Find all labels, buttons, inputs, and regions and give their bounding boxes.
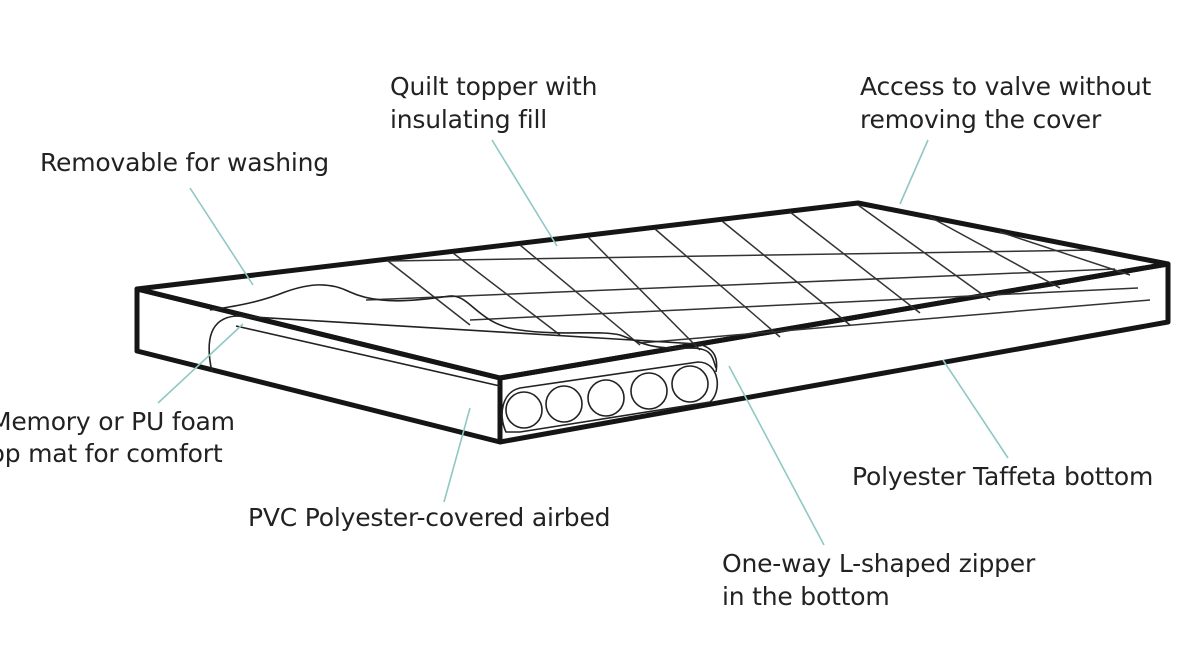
leader-lines xyxy=(157,139,1009,546)
cover-peel-edge xyxy=(209,284,717,369)
leader-zipper xyxy=(728,365,825,546)
label-zipper-line1: One-way L-shaped zipper xyxy=(722,549,1036,578)
leader-quilt xyxy=(491,139,558,247)
label-valve-line1: Access to valve without xyxy=(860,72,1152,101)
label-pvc: PVC Polyester-covered airbed xyxy=(248,503,610,532)
foam-layer-edge xyxy=(235,325,501,387)
label-valve-line2: removing the cover xyxy=(860,105,1102,134)
label-quilt-line1: Quilt topper with xyxy=(390,72,597,101)
label-removable: Removable for washing xyxy=(40,148,329,177)
label-quilt-line2: insulating fill xyxy=(390,105,547,134)
quilt-grid xyxy=(365,204,1151,351)
air-tubes xyxy=(501,361,718,433)
leader-pvc xyxy=(443,407,471,503)
labels: Quilt topper with insulating fill Access… xyxy=(0,72,1153,611)
label-zipper-line2: in the bottom xyxy=(722,582,890,611)
label-foam-line2: top mat for comfort xyxy=(0,439,223,468)
leader-removable xyxy=(189,187,254,286)
label-foam-line1: Memory or PU foam xyxy=(0,407,235,436)
leader-foam xyxy=(157,323,244,404)
label-taffeta: Polyester Taffeta bottom xyxy=(852,462,1153,491)
mattress-side-face xyxy=(497,261,1171,445)
leader-taffeta xyxy=(942,359,1009,459)
leader-valve xyxy=(899,139,929,205)
mattress-illustration xyxy=(134,200,1171,445)
foam-layer-curl xyxy=(208,315,718,373)
